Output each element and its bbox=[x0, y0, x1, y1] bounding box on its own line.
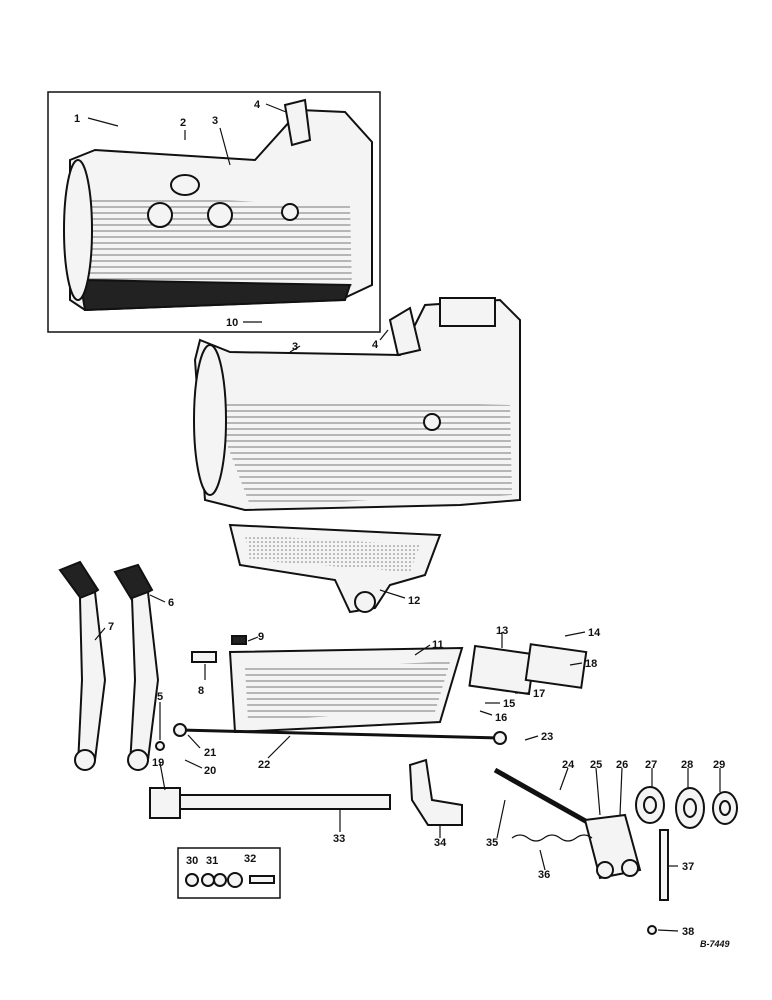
callout-14: 14 bbox=[588, 627, 601, 639]
callout-19: 19 bbox=[152, 757, 164, 769]
return-spring bbox=[511, 834, 593, 842]
callout-30: 30 bbox=[186, 855, 198, 867]
callout-15: 15 bbox=[503, 698, 515, 710]
callout-28: 28 bbox=[681, 759, 693, 771]
callout-21: 21 bbox=[204, 747, 216, 759]
callout-9: 9 bbox=[258, 631, 264, 643]
brake-rod bbox=[173, 723, 507, 745]
shift-shaft bbox=[149, 787, 391, 819]
washer-31 bbox=[201, 873, 215, 887]
washer-5 bbox=[155, 741, 165, 751]
oil-pan bbox=[228, 523, 442, 614]
callout-4b: 4 bbox=[372, 339, 379, 351]
callout-34: 34 bbox=[434, 837, 447, 849]
callout-29: 29 bbox=[713, 759, 725, 771]
cover-gasket bbox=[524, 643, 588, 689]
clutch-linkage bbox=[493, 767, 642, 880]
inspection-cover bbox=[228, 646, 464, 734]
callout-3b: 3 bbox=[292, 341, 298, 353]
callout-35: 35 bbox=[486, 837, 498, 849]
callout-3: 3 bbox=[212, 115, 218, 127]
callout-13: 13 bbox=[496, 625, 508, 637]
callout-22: 22 bbox=[258, 759, 270, 771]
callout-20: 20 bbox=[204, 765, 216, 777]
callout-24: 24 bbox=[562, 759, 575, 771]
upper-transmission-housing bbox=[63, 98, 373, 312]
hardware-inset-frame bbox=[177, 847, 281, 899]
drawing-number: B-7449 bbox=[700, 939, 730, 949]
bearing-28 bbox=[675, 787, 705, 829]
callout-2: 2 bbox=[180, 117, 186, 129]
lower-transmission-housing bbox=[193, 297, 521, 512]
bearing-27 bbox=[635, 786, 665, 824]
callout-23: 23 bbox=[541, 731, 553, 743]
plug bbox=[231, 635, 247, 645]
callout-6: 6 bbox=[168, 597, 174, 609]
bolt-32 bbox=[249, 875, 275, 884]
callout-11: 11 bbox=[432, 639, 444, 651]
cover-plate bbox=[468, 644, 536, 696]
callout-36: 36 bbox=[538, 869, 550, 881]
callout-33: 33 bbox=[333, 833, 345, 845]
shift-lever bbox=[408, 758, 463, 826]
callout-12: 12 bbox=[408, 595, 420, 607]
bushing-31 bbox=[227, 872, 243, 888]
callout-17: 17 bbox=[533, 688, 545, 700]
callout-4: 4 bbox=[254, 99, 261, 111]
upper-housing-inset-frame bbox=[47, 91, 381, 333]
pedal-left bbox=[58, 560, 107, 771]
pin-38 bbox=[647, 925, 657, 935]
pedal-right bbox=[113, 563, 160, 771]
callout-38: 38 bbox=[682, 926, 694, 938]
callout-31: 31 bbox=[206, 855, 218, 867]
pin-37 bbox=[659, 829, 669, 901]
callout-5: 5 bbox=[157, 691, 163, 703]
callout-32: 32 bbox=[244, 853, 256, 865]
callout-18: 18 bbox=[585, 658, 597, 670]
bearing-29 bbox=[712, 791, 738, 825]
callout-labels: 1 2 3 4 10 3 4 12 6 7 9 8 11 13 14 18 17… bbox=[74, 99, 730, 949]
callout-1: 1 bbox=[74, 113, 80, 125]
callout-37: 37 bbox=[682, 861, 694, 873]
callout-10: 10 bbox=[226, 317, 238, 329]
callout-25: 25 bbox=[590, 759, 602, 771]
nut-30 bbox=[185, 873, 199, 887]
callout-16: 16 bbox=[495, 712, 507, 724]
washer-31b bbox=[213, 873, 227, 887]
callout-7: 7 bbox=[108, 621, 114, 633]
callout-27: 27 bbox=[645, 759, 657, 771]
dowel-pin bbox=[191, 651, 217, 663]
callout-8: 8 bbox=[198, 685, 204, 697]
callout-26: 26 bbox=[616, 759, 628, 771]
leader-lines bbox=[87, 103, 721, 932]
